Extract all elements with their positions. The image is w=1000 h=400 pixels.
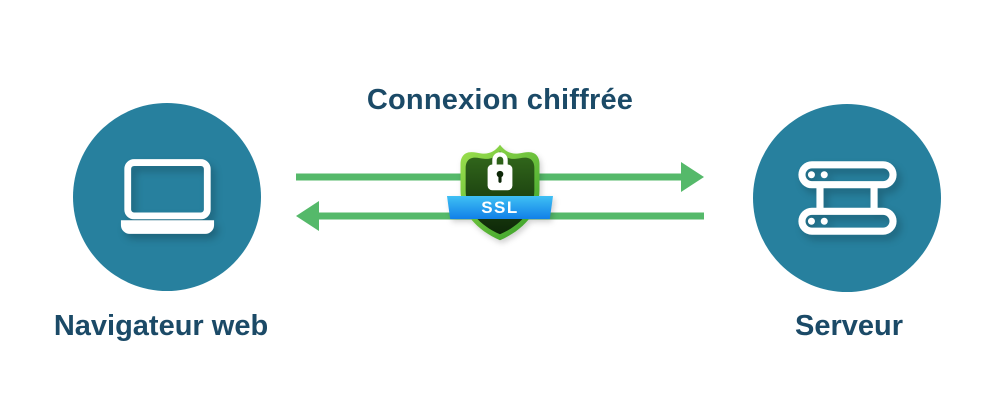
server-label: Serveur [794,310,904,342]
diagram-title: Connexion chiffrée [366,84,634,116]
shield-icon [460,144,540,241]
server-node-circle [753,104,941,292]
ssl-badge-label: SSL [481,197,519,217]
padlock-icon [487,152,513,191]
ssl-ribbon: SSL [447,196,553,219]
ssl-shield: SSL [447,142,553,246]
laptop-icon [120,159,214,234]
browser-node-circle [73,103,261,291]
server-icon [797,161,897,235]
browser-label: Navigateur web [53,310,269,342]
